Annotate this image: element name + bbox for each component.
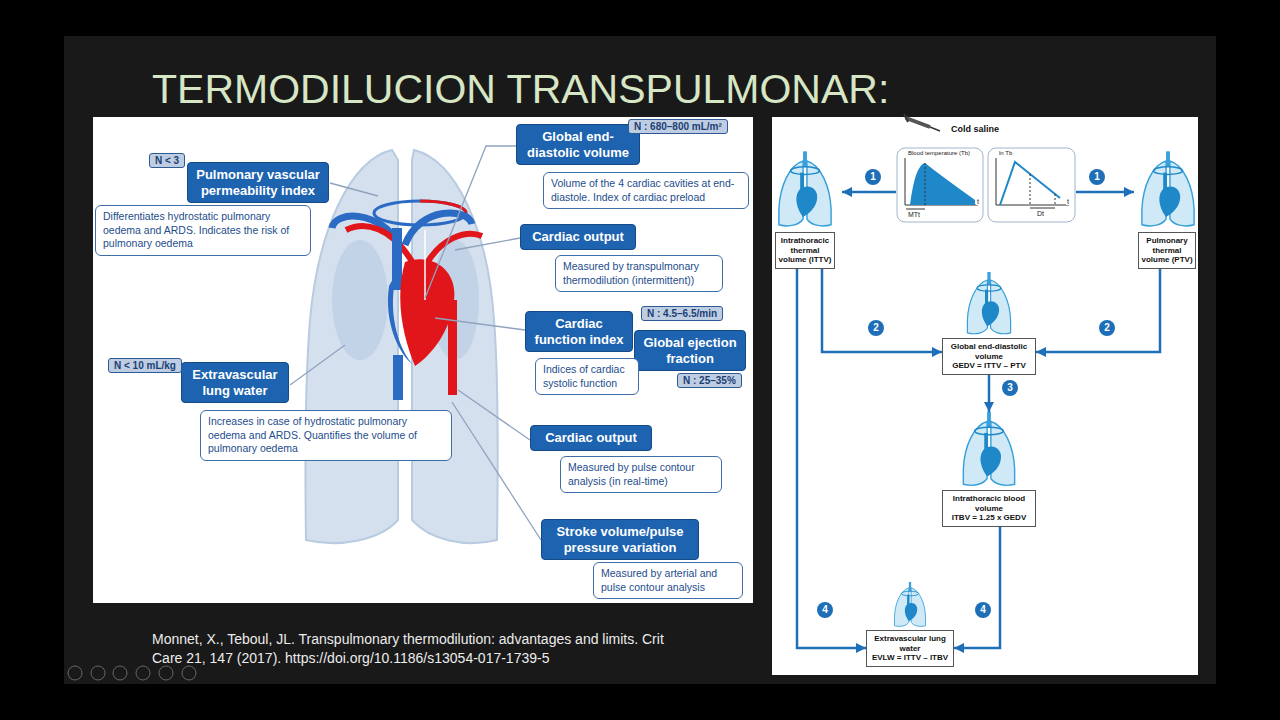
callout-number: 2 — [868, 320, 884, 336]
text-box: Global end-diastolic volumeGEDV = ITTV –… — [942, 338, 1036, 375]
flow-arrow — [797, 269, 866, 648]
parameter-box: Global ejection fraction — [634, 330, 746, 371]
node-text: N : 4.5–6.5/min — [647, 308, 717, 319]
leader-lines — [290, 146, 541, 540]
left-panel — [93, 117, 753, 603]
flow-arrow — [954, 527, 1000, 648]
node-text: Pulmonary vascular permeability index — [193, 167, 323, 198]
node-text: N : 680–800 mL/m² — [634, 121, 722, 132]
parameter-box: Stroke volume/pulse pressure variation — [541, 519, 699, 560]
volume-box: Intrathoracic blood volumeITBV = 1.25 x … — [942, 412, 1036, 527]
volume-box: Extravascular lung waterEVLW = ITTV – IT… — [866, 582, 954, 667]
node-text: Differentiates hydrostatic pulmonary oed… — [103, 210, 303, 251]
thermodilution-curves — [897, 148, 1075, 222]
node-text: Extravascular lung water — [187, 367, 283, 398]
label: Cold saline — [951, 124, 999, 134]
node-text: Intrathoracic blood volume — [945, 494, 1033, 513]
node-text: Measured by transpulmonary thermodilutio… — [563, 260, 715, 287]
node-text: Cardiac output — [526, 229, 630, 245]
callout-number: 4 — [975, 602, 991, 618]
parameter-box: Pulmonary vascular permeability index — [187, 162, 329, 203]
right-panel — [772, 117, 1198, 675]
slide — [64, 36, 1216, 684]
flow-arrow — [1036, 269, 1160, 352]
volume-box: Intrathoracic thermal volume (ITTV) — [775, 150, 835, 269]
axis-label: t — [1066, 198, 1070, 205]
callout-number: 1 — [865, 169, 881, 185]
node-text: Intrathoracic thermal volume (ITTV) — [778, 236, 832, 265]
node-text: Increases in case of hydrostatic pulmona… — [208, 415, 444, 456]
nav-controls — [68, 666, 196, 680]
callout-number: 4 — [817, 602, 833, 618]
text-box: Extravascular lung waterEVLW = ITTV – IT… — [866, 630, 954, 667]
axis-label: Dt — [1036, 210, 1045, 217]
flow-arrow — [822, 269, 942, 352]
description-box: Indices of cardiac systolic function — [535, 358, 639, 395]
text-box: Intrathoracic blood volumeITBV = 1.25 x … — [942, 490, 1036, 527]
parameter-box: Cardiac function index — [525, 311, 633, 352]
parameter-box: Cardiac output — [520, 224, 636, 250]
axis-label: Blood temperature (Tb) — [907, 150, 971, 156]
volume-box: Global end-diastolic volumeGEDV = ITTV –… — [942, 272, 1036, 375]
normal-range: N : 4.5–6.5/min — [641, 306, 723, 321]
node-text: GEDV = ITTV – PTV — [945, 361, 1033, 371]
normal-range: N < 3 — [149, 153, 185, 168]
thorax-icons — [779, 151, 1194, 626]
node-text: Global end-diastolic volume — [522, 129, 634, 160]
text-box: Intrathoracic thermal volume (ITTV) — [775, 232, 835, 269]
syringe — [904, 114, 940, 131]
slide-title: TERMODILUCION TRANSPULMONAR: — [152, 66, 889, 113]
text-box: Pulmonary thermal volume (PTV) — [1138, 232, 1196, 269]
callout-number: 3 — [1002, 380, 1018, 396]
node-text: N < 3 — [155, 155, 179, 166]
description-box: Increases in case of hydrostatic pulmona… — [200, 410, 452, 461]
normal-range: N : 680–800 mL/m² — [628, 119, 728, 134]
description-box: Measured by arterial and pulse contour a… — [593, 562, 743, 599]
parameter-box: Cardiac output — [530, 425, 652, 451]
callout-number: 2 — [1099, 320, 1115, 336]
citation: Monnet, X., Teboul, JL. Transpulmonary t… — [152, 630, 697, 668]
node-text: Measured by pulse contour analysis (in r… — [568, 461, 714, 488]
parameter-box: Global end-diastolic volume — [516, 124, 640, 165]
node-text: Indices of cardiac systolic function — [543, 363, 631, 390]
volume-box: Pulmonary thermal volume (PTV) — [1138, 150, 1196, 269]
injection-arrows — [842, 191, 1134, 194]
node-text: ITBV = 1.25 x GEDV — [945, 513, 1033, 523]
node-text: Global end-diastolic volume — [945, 342, 1033, 361]
description-box: Differentiates hydrostatic pulmonary oed… — [95, 205, 311, 256]
callout-number: 1 — [1089, 169, 1105, 185]
node-text: Cardiac function index — [531, 316, 627, 347]
axis-label: t — [976, 198, 980, 205]
node-text: Measured by arterial and pulse contour a… — [601, 567, 735, 594]
node-text: Cardiac output — [536, 430, 646, 446]
node-text: N < 10 mL/kg — [114, 360, 176, 371]
node-text: Pulmonary thermal volume (PTV) — [1141, 236, 1193, 265]
description-box: Volume of the 4 cardiac cavities at end-… — [543, 172, 749, 209]
description-box: Measured by pulse contour analysis (in r… — [560, 456, 722, 493]
description-box: Measured by transpulmonary thermodilutio… — [555, 255, 723, 292]
normal-range: N : 25–35% — [677, 373, 742, 388]
flow-arrow — [988, 375, 991, 412]
node-text: EVLW = ITTV – ITBV — [869, 653, 951, 663]
axis-label: MTt — [907, 211, 921, 218]
node-text: N : 25–35% — [683, 375, 736, 386]
node-text: Extravascular lung water — [869, 634, 951, 653]
lung-illustration — [305, 150, 497, 543]
parameter-box: Extravascular lung water — [181, 362, 289, 403]
node-text: Global ejection fraction — [640, 335, 740, 366]
normal-range: N < 10 mL/kg — [108, 358, 182, 373]
node-text: Stroke volume/pulse pressure variation — [547, 524, 693, 555]
node-text: Volume of the 4 cardiac cavities at end-… — [551, 177, 741, 204]
axis-label: ln Tb — [998, 150, 1013, 156]
